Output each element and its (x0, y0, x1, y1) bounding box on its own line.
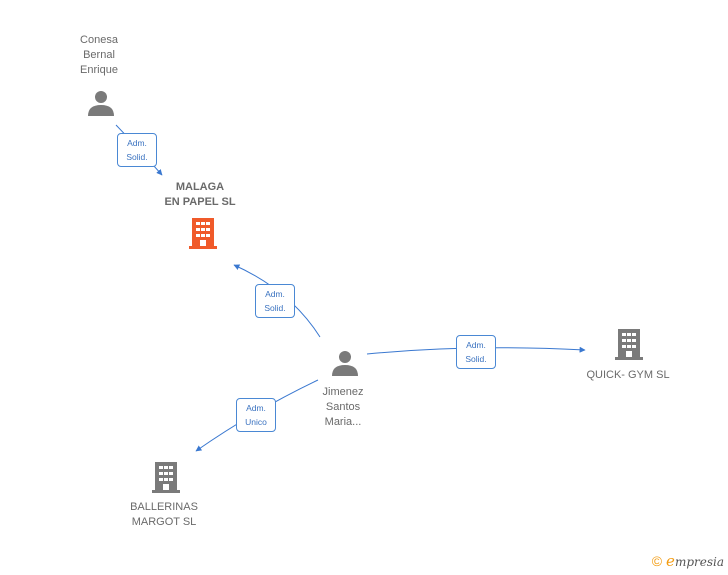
node-label-line: EN PAPEL SL (164, 196, 236, 208)
node-label-ballerinas[interactable]: BALLERINAS MARGOT SL (114, 500, 214, 530)
brand-footer: © empresia (652, 551, 724, 571)
role-tag-line: Solid. (264, 303, 286, 313)
role-tag-line: Solid. (126, 152, 148, 162)
node-label-conesa[interactable]: Conesa Bernal Enrique (66, 33, 132, 78)
role-tag-line: Adm. (246, 403, 266, 413)
building-icon[interactable] (150, 460, 182, 494)
brand-logo: empresia (666, 552, 724, 570)
node-label-line: Conesa (80, 34, 118, 46)
node-label-line: Bernal (83, 49, 115, 61)
node-label-line: BALLERINAS (130, 501, 198, 513)
node-label-line: MARGOT SL (131, 516, 197, 528)
role-tag-line: Adm. (127, 138, 147, 148)
role-tag-jimenez-malaga: Adm. Solid. (255, 284, 295, 318)
node-label-malaga[interactable]: MALAGA EN PAPEL SL (140, 180, 260, 210)
role-tag-jimenez-ballerinas: Adm. Unico (236, 398, 276, 432)
node-label-quick[interactable]: QUICK- GYM SL (570, 368, 686, 383)
role-tag-jimenez-quick: Adm. Solid. (456, 335, 496, 369)
role-tag-line: Adm. (466, 340, 486, 350)
node-label-line: QUICK- GYM SL (586, 369, 670, 381)
node-label-line: Enrique (80, 64, 118, 76)
building-icon[interactable] (187, 216, 219, 250)
node-label-line: Maria... (324, 416, 362, 428)
node-label-jimenez[interactable]: Jimenez Santos Maria... (308, 385, 378, 430)
role-tag-line: Adm. (265, 289, 285, 299)
person-icon[interactable] (86, 88, 116, 118)
node-label-line: Jimenez (322, 386, 364, 398)
person-icon[interactable] (330, 348, 360, 378)
building-icon[interactable] (613, 327, 645, 361)
brand-logo-initial: e (666, 552, 675, 570)
brand-logo-text: mpresia (674, 555, 724, 569)
node-label-line: Santos (325, 401, 361, 413)
node-label-line: MALAGA (175, 181, 225, 193)
role-tag-line: Solid. (465, 354, 487, 364)
role-tag-conesa-malaga: Adm. Solid. (117, 133, 157, 167)
copyright-icon: © (651, 553, 663, 569)
role-tag-line: Unico (245, 417, 267, 427)
